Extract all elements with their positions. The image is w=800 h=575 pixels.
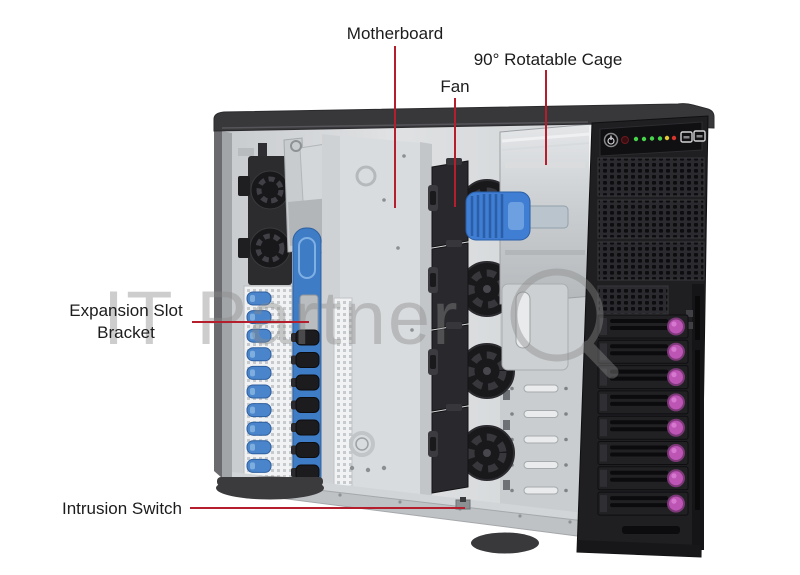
reset-button-icon (621, 136, 629, 144)
drive-tray (597, 339, 689, 365)
front-bezel (576, 115, 709, 558)
power-button-icon (603, 132, 619, 148)
callout-expansion-slot-bracket: Expansion Slot Bracket (69, 301, 183, 342)
drive-tray (597, 491, 689, 517)
front-control-panel (599, 121, 706, 157)
drive-tray (597, 314, 689, 339)
drive-tray (597, 389, 689, 415)
magnifier-icon (510, 268, 619, 379)
status-leds (633, 135, 677, 142)
leader-line-motherboard (394, 46, 396, 208)
chassis-feet (216, 476, 539, 554)
drive-tray (597, 415, 689, 441)
bezel-right-rail (686, 284, 704, 550)
intrusion-switch-part (455, 497, 471, 510)
chassis-foot (471, 532, 539, 554)
vent-bays (597, 157, 705, 315)
watermark: IT Partner (103, 268, 619, 379)
cage-release-handle (465, 191, 569, 241)
motherboard-tray (322, 134, 432, 505)
leader-line-intrusion-switch (190, 507, 465, 509)
callout-motherboard: Motherboard (346, 24, 444, 43)
leader-line-rotatable-cage (545, 70, 547, 165)
server-top-cover (213, 103, 715, 132)
drive-tray (597, 465, 689, 491)
watermark-text: IT Partner (103, 276, 460, 361)
callout-fan: Fan (440, 77, 470, 96)
usb-ports (680, 130, 706, 143)
callout-intrusion-switch: Intrusion Switch (62, 499, 182, 518)
leader-line-fan (454, 98, 456, 207)
drive-tray (597, 440, 689, 466)
rear-exhaust-fans (238, 143, 292, 285)
callout-rotatable-cage: 90° Rotatable Cage (473, 50, 623, 69)
leader-line-expansion-slot-bracket (192, 321, 309, 323)
